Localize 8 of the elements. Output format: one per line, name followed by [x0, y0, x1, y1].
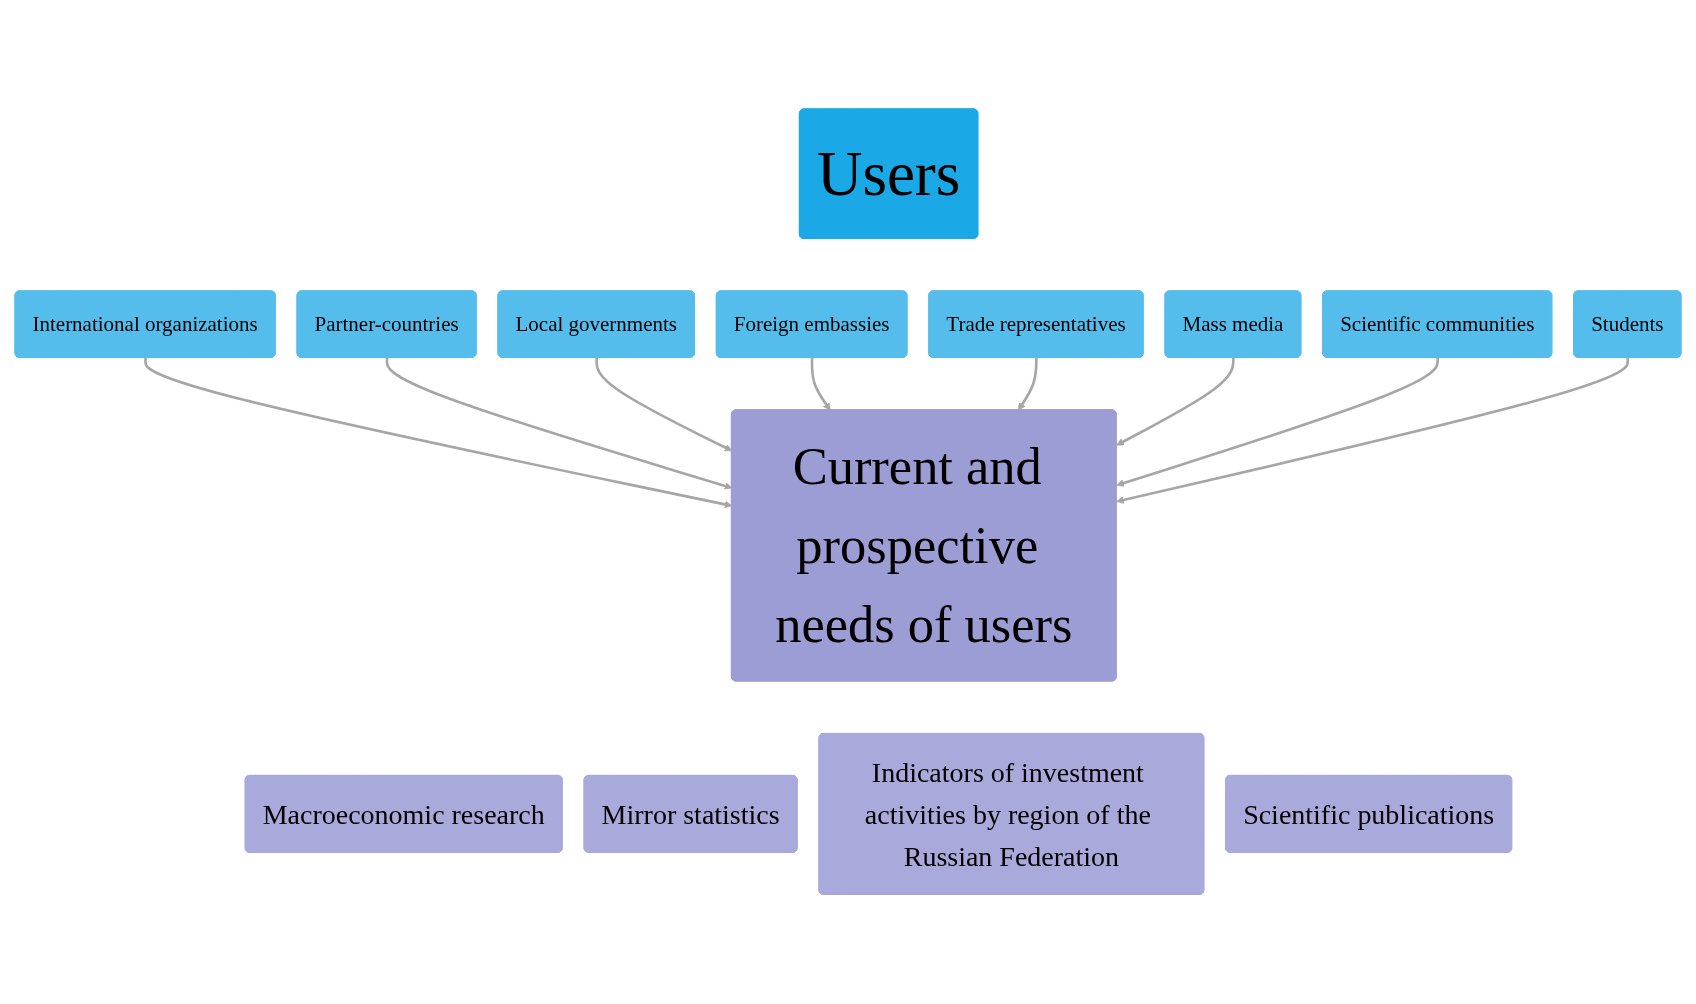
arrow: [1116, 358, 1235, 446]
arrow: [1017, 358, 1038, 411]
arrow: [144, 358, 733, 509]
arrow: [1116, 358, 1439, 488]
arrow: [385, 358, 733, 490]
arrow: [1116, 358, 1630, 505]
arrow: [810, 358, 831, 411]
arrow: [595, 358, 733, 452]
